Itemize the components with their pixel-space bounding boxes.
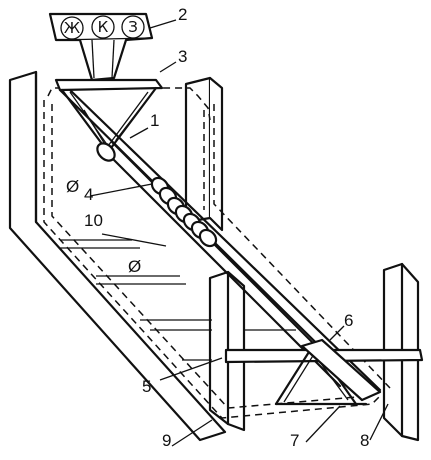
label-10: 10	[84, 211, 103, 230]
hopper-letter-3: З	[128, 18, 138, 36]
label-8: 8	[360, 431, 369, 450]
upper-tensioner	[60, 86, 158, 154]
label-2: 2	[178, 5, 187, 24]
leader-lines	[89, 19, 389, 447]
hopper: Ж К З	[48, 12, 154, 82]
hopper-letter-1: Ж	[64, 19, 80, 37]
upper-roller-bar	[54, 78, 164, 92]
conveyor-path	[43, 87, 391, 419]
label-5: 5	[142, 377, 151, 396]
compartment-circle-2	[91, 15, 115, 39]
label-1: 1	[150, 111, 159, 130]
diameter-mark-1: Ø	[66, 177, 79, 196]
label-6: 6	[344, 311, 353, 330]
label-3: 3	[178, 47, 187, 66]
label-9: 9	[162, 431, 171, 450]
hopper-letter-2: К	[98, 18, 109, 36]
compartment-circle-3	[121, 15, 145, 39]
tube-sections	[150, 176, 218, 248]
ladder-rungs	[60, 239, 296, 361]
left-frame	[8, 70, 227, 442]
label-4: 4	[84, 185, 93, 204]
upper-right-post	[184, 76, 224, 232]
lower-tensioner	[274, 338, 382, 406]
diameter-mark-2: Ø	[128, 257, 141, 276]
compartment-circle-1	[60, 16, 84, 40]
label-7: 7	[290, 431, 299, 450]
